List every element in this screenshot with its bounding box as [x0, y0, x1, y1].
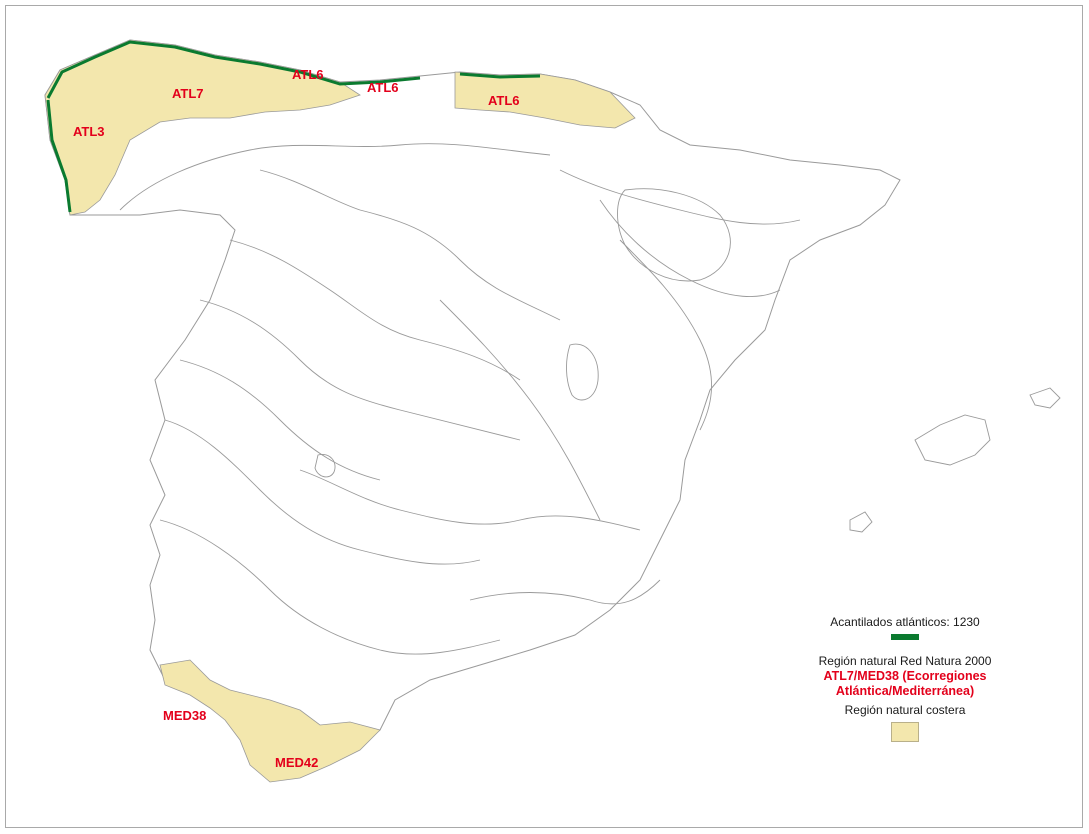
med38-med42-region	[159, 659, 381, 783]
label-atl7: ATL7	[172, 86, 204, 101]
map-legend: Acantilados atlánticos: 1230 Región natu…	[765, 615, 1045, 742]
label-atl6-b: ATL6	[367, 80, 399, 95]
balearic-islands	[849, 387, 1061, 533]
label-med38: MED38	[163, 708, 207, 723]
legend-region-title: Región natural Red Natura 2000	[818, 654, 992, 668]
label-med42: MED42	[275, 755, 319, 770]
coastal-regions	[44, 39, 636, 783]
legend-cliffs-swatch	[891, 634, 919, 640]
atl6-east-region	[454, 71, 636, 129]
legend-ecoregions: ATL7/MED38 (Ecorregiones Atlántica/Medit…	[823, 669, 987, 698]
label-atl6-c: ATL6	[488, 93, 520, 108]
legend-cliffs-label: Acantilados atlánticos: 1230	[830, 615, 980, 629]
legend-coastal-swatch	[891, 722, 919, 742]
label-atl6-a: ATL6	[292, 67, 324, 82]
legend-coastal-label: Región natural costera	[844, 703, 966, 717]
atl7-atl3-region	[44, 39, 361, 216]
interior-boundaries	[119, 143, 801, 655]
label-atl3: ATL3	[73, 124, 105, 139]
atlantic-cliffs	[46, 40, 541, 213]
